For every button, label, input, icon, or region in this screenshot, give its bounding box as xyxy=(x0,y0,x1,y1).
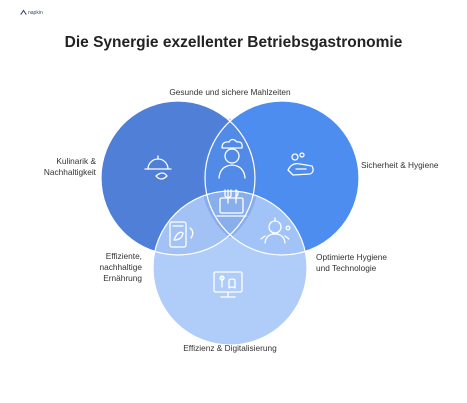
label-mid-left-line2: nachhaltige xyxy=(99,262,142,272)
hand-wash-icon xyxy=(287,152,314,176)
label-top: Gesunde und sichere Mahlzeiten xyxy=(169,87,291,97)
circle-outline-right xyxy=(204,100,360,256)
logo-mark-icon xyxy=(20,9,27,15)
label-left-line1: Kulinarik & xyxy=(56,156,96,166)
circle-outline-bottom xyxy=(152,190,308,346)
page-title: Die Synergie exzellenter Betriebsgastron… xyxy=(64,34,403,51)
tablet-leaf-icon xyxy=(169,221,194,248)
overlap-outline xyxy=(201,118,259,238)
cloche-leaf-icon xyxy=(144,155,172,180)
label-mid-right-line2: und Technologie xyxy=(316,263,377,273)
logo: napkin xyxy=(20,9,43,16)
robot-hygiene-icon xyxy=(260,217,291,244)
laptop-cutlery-icon xyxy=(216,189,247,217)
logo-text: napkin xyxy=(28,9,43,16)
label-right: Sicherheit & Hygiene xyxy=(361,160,439,170)
label-mid-left-line1: Effiziente, xyxy=(105,251,142,261)
label-mid-left-line3: Ernährung xyxy=(103,273,142,283)
label-mid-right-line1: Optimierte Hygiene xyxy=(316,252,388,262)
label-left-line2: Nachhaltigkeit xyxy=(43,167,96,177)
label-mid-right: Optimierte Hygiene und Technologie xyxy=(316,252,426,274)
circle-outline-left xyxy=(100,100,256,256)
label-left: Kulinarik & Nachhaltigkeit xyxy=(20,156,96,178)
chef-icon xyxy=(218,138,246,179)
digital-menu-icon xyxy=(213,271,243,298)
label-bottom: Effizienz & Digitalisierung xyxy=(183,343,277,353)
label-mid-left: Effiziente, nachhaltige Ernährung xyxy=(60,251,142,284)
